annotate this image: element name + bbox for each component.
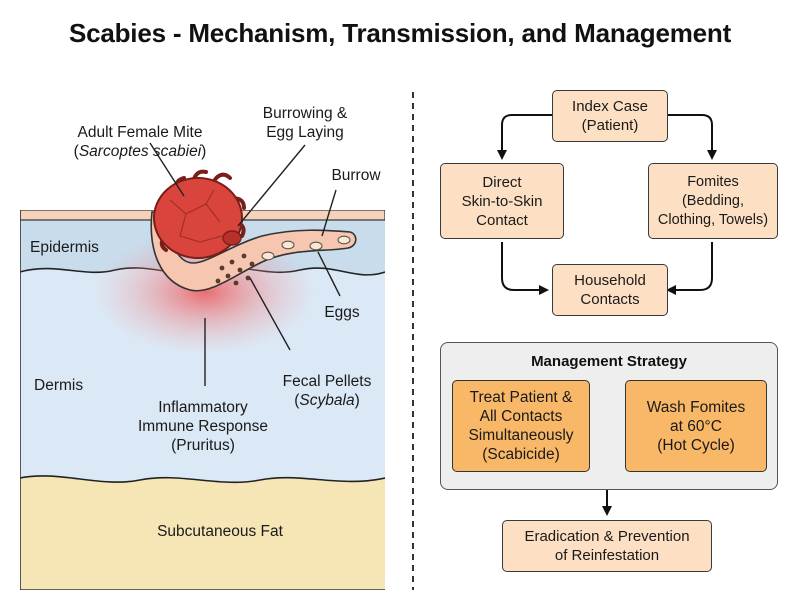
label-fecal-pellets: Fecal Pellets(Scybala) — [282, 373, 372, 409]
label-burrow: Burrow — [331, 167, 381, 184]
fecal-pellets — [215, 253, 255, 286]
eggs — [261, 235, 351, 261]
fecal-label-line1: Fecal Pellets — [282, 373, 372, 390]
page-title: Scabies - Mechanism, Transmission, and M… — [68, 18, 732, 48]
box-eradication-outcome: Eradication & Prevention of Reinfestatio… — [502, 520, 712, 572]
label-subcutaneous-fat: Subcutaneous Fat — [157, 523, 283, 540]
management-panel-title: Management Strategy — [531, 353, 687, 370]
mite-species-name: Sarcoptes scabiei — [78, 143, 202, 160]
egg — [261, 251, 275, 261]
pellet — [237, 267, 243, 273]
label-adult-female-mite: Adult Female Mite(Sarcoptes scabiei) — [73, 124, 207, 160]
arrow-index-to-direct — [497, 114, 552, 160]
label-burrowing-egg-laying: Burrowing & Egg Laying — [262, 105, 348, 141]
leader-lines — [149, 142, 341, 386]
egg — [337, 235, 351, 245]
box-treat-patient: Treat Patient & All Contacts Simultaneou… — [452, 380, 590, 472]
egg — [309, 241, 323, 251]
mite-illustration — [153, 169, 246, 259]
dermis-fat-boundary — [20, 475, 385, 484]
arrow-fomites-to-household — [666, 242, 713, 295]
pellet — [229, 259, 235, 265]
label-epidermis: Epidermis — [30, 239, 99, 256]
pellet — [245, 275, 251, 281]
label-eggs: Eggs — [324, 304, 360, 321]
arrow-index-to-fomites — [668, 114, 717, 160]
label-inflammatory-response: Inflammatory Immune Response (Pruritus) — [137, 399, 269, 454]
box-index-case: Index Case (Patient) — [552, 90, 668, 142]
egg — [281, 240, 295, 250]
pellet — [233, 280, 239, 286]
pellet — [215, 278, 221, 284]
skin-cross-section — [20, 210, 385, 590]
burrow-tunnel — [150, 211, 357, 292]
pellet — [225, 273, 231, 279]
box-wash-fomites: Wash Fomites at 60°C (Hot Cycle) — [625, 380, 767, 472]
box-direct-contact: Direct Skin-to-Skin Contact — [440, 163, 564, 239]
label-dermis: Dermis — [34, 377, 84, 394]
pellet — [219, 265, 225, 271]
box-household-contacts: Household Contacts — [552, 264, 668, 316]
box-fomites: Fomites (Bedding, Clothing, Towels) — [648, 163, 778, 239]
mite-label-line1: Adult Female Mite — [77, 124, 203, 141]
pellet — [249, 261, 255, 267]
pellet — [241, 253, 247, 259]
fat-layer — [20, 475, 385, 590]
transmission-arrows — [497, 114, 717, 295]
fecal-label-latin: Scybala — [299, 392, 355, 409]
arrow-direct-to-household — [501, 242, 549, 295]
